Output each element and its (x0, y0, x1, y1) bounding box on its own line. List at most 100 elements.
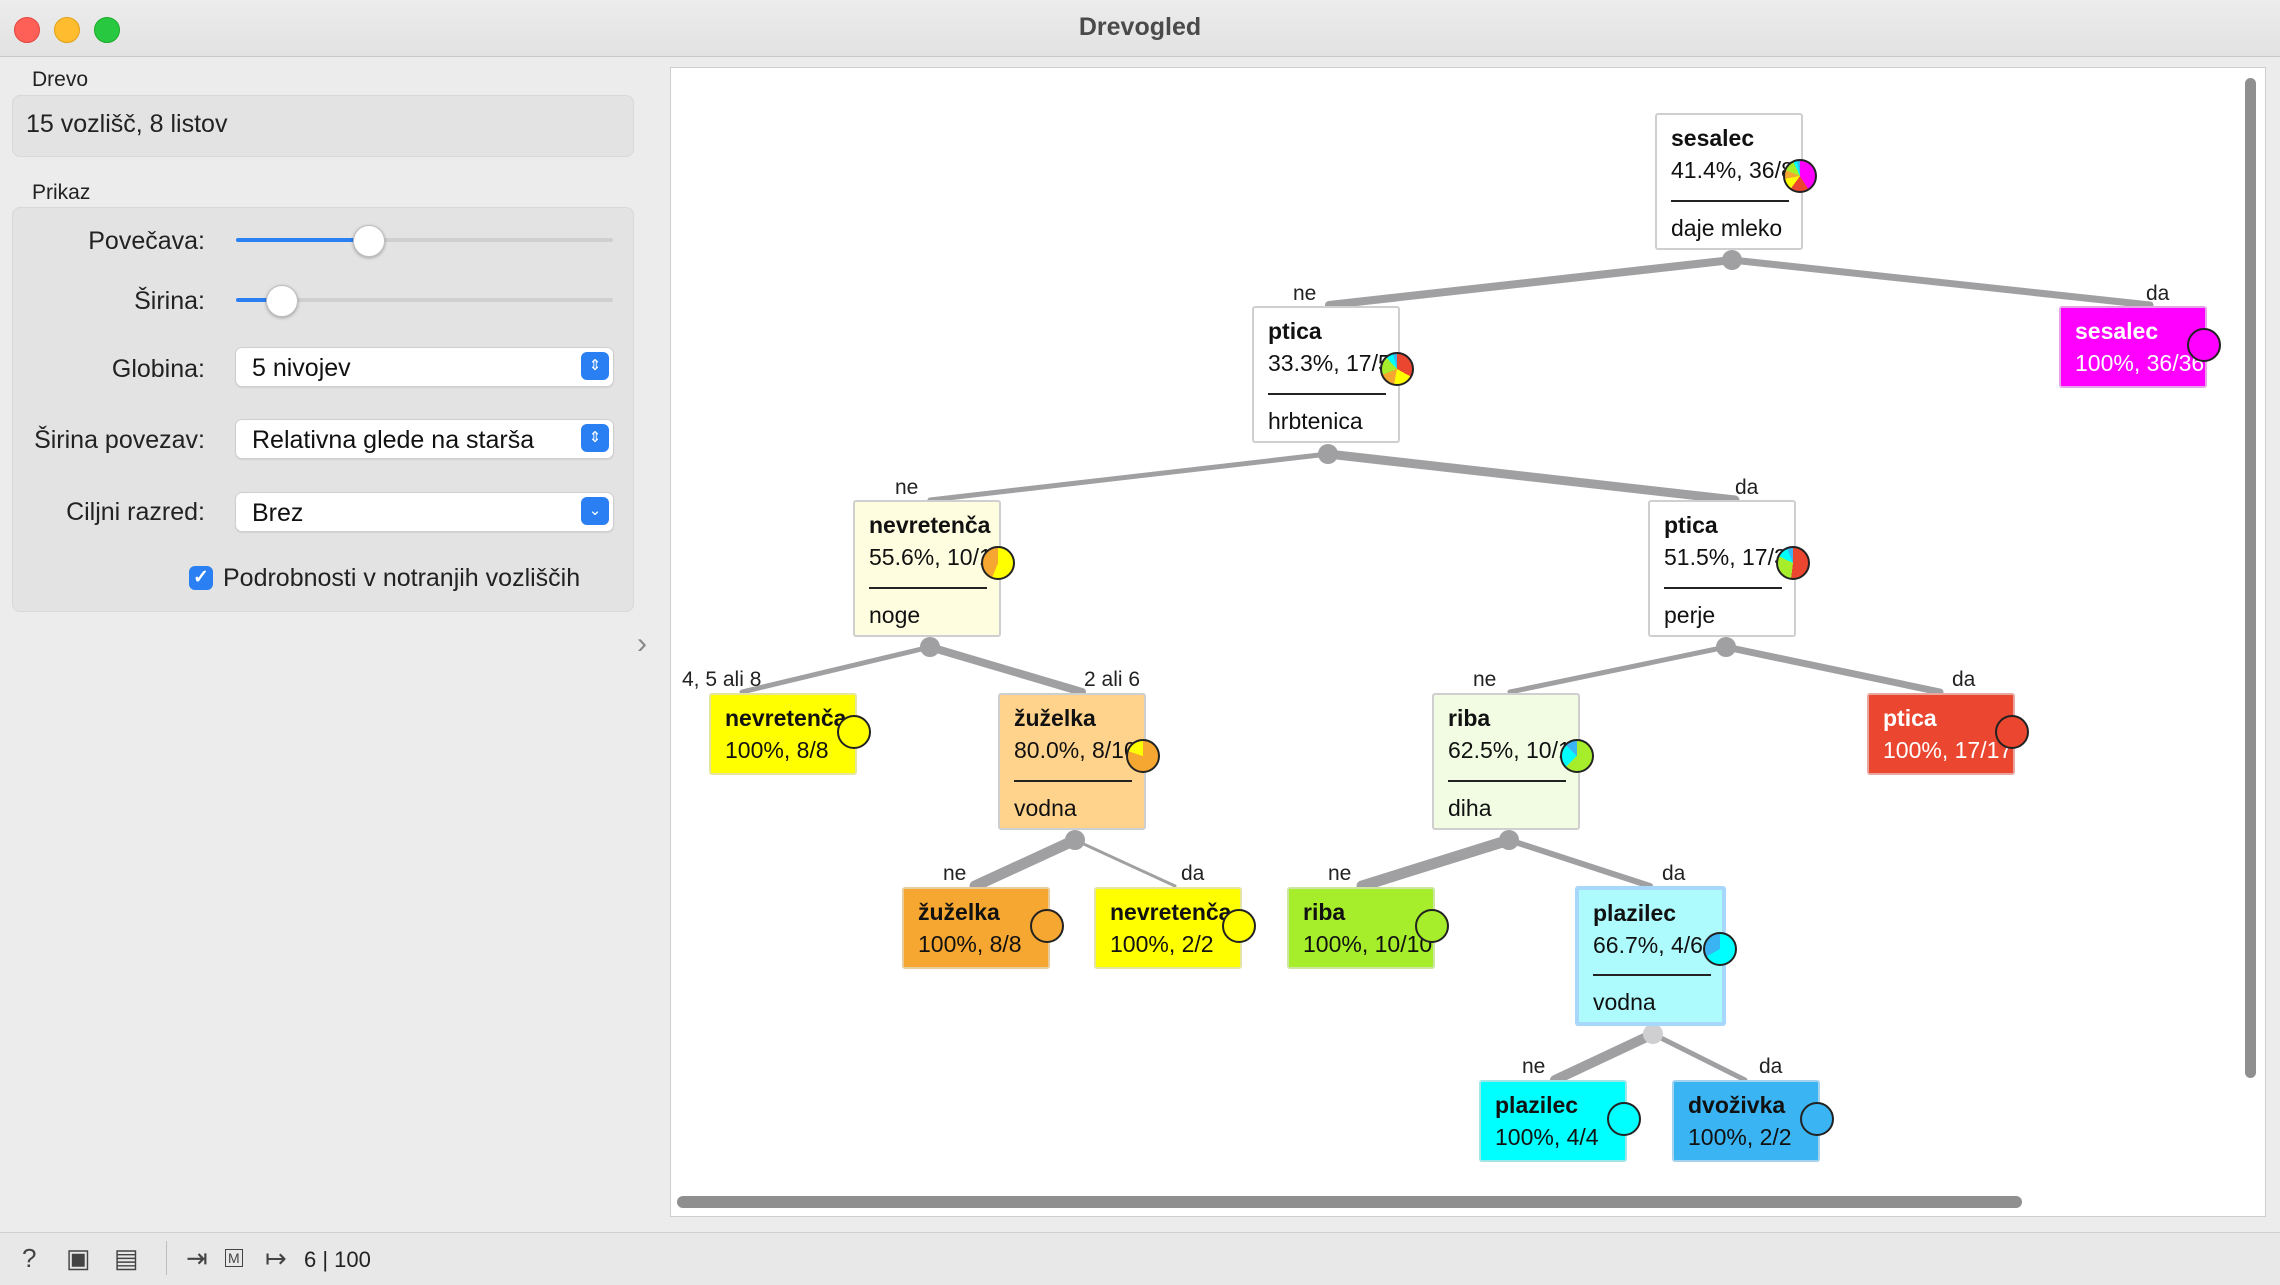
node-divider (869, 587, 987, 589)
minimize-window-button[interactable] (54, 17, 80, 43)
node-stats: 100%, 2/2 (1688, 1124, 1792, 1150)
edge-line (1507, 644, 1729, 695)
node-split: noge (869, 602, 921, 628)
edge-line (926, 643, 1086, 696)
class-pie-icon (837, 715, 871, 749)
tree-info-text: 15 vozlišč, 8 listov (26, 110, 228, 138)
report-icon[interactable]: ▤ (114, 1243, 139, 1273)
horizontal-scrollbar[interactable] (677, 1196, 2022, 1208)
node-stats: 100%, 8/8 (725, 737, 829, 763)
class-pie-icon (1380, 352, 1414, 386)
save-icon[interactable]: ▣ (66, 1243, 91, 1273)
close-window-button[interactable] (14, 17, 40, 43)
tree-leaf[interactable]: plazilec 100%, 4/4 (1479, 1080, 1641, 1162)
node-class: ptica (1664, 512, 1718, 538)
data-counts: 6 | 100 (304, 1247, 371, 1272)
class-pie-icon (1415, 909, 1449, 943)
node-stats: 100%, 4/4 (1495, 1124, 1599, 1150)
updown-chevron-icon: ⇕ (581, 352, 609, 380)
edge-line (1728, 256, 2154, 309)
edge-label: ne (943, 862, 967, 885)
info-section-title: Drevo (32, 68, 89, 91)
width-slider-track[interactable] (236, 298, 613, 302)
edge-line (1356, 834, 1515, 892)
node-split: daje mleko (1671, 215, 1783, 241)
output-icon[interactable]: ↦ (265, 1243, 287, 1273)
tree-node[interactable]: nevretenča 55.6%, 10/18 noge (853, 500, 1015, 637)
edge-line (1506, 837, 1653, 889)
tree-node[interactable]: ptica 51.5%, 17/33 perje (1648, 500, 1810, 637)
tree-leaf[interactable]: dvoživka 100%, 2/2 (1672, 1080, 1834, 1162)
node-class: nevretenča (869, 512, 991, 538)
target-class-select[interactable]: Brez ⌄ (235, 492, 614, 532)
target-class-label: Ciljni razred: (66, 498, 205, 526)
edge-label: ne (1522, 1055, 1546, 1078)
chevron-down-icon: ⌄ (581, 497, 609, 525)
class-pie-icon (1776, 546, 1810, 580)
edge-line (969, 834, 1081, 892)
tree-leaf[interactable]: žuželka 100%, 8/8 (902, 887, 1064, 969)
class-pie-icon (1030, 909, 1064, 943)
node-stats: 80.0%, 8/10 (1014, 737, 1137, 763)
node-stats: 33.3%, 17/51 (1268, 350, 1404, 376)
width-slider-thumb[interactable] (266, 285, 298, 317)
tree-node[interactable]: sesalec 41.4%, 36/87 daje mleko (1655, 113, 1817, 250)
edge-label: da (1662, 862, 1686, 885)
status-divider (166, 1241, 167, 1275)
class-pie-icon (2187, 328, 2221, 362)
node-divider (1593, 974, 1711, 976)
input-icon[interactable]: ⇥ (186, 1243, 208, 1273)
node-class: nevretenča (725, 705, 847, 731)
vertical-scrollbar[interactable] (2245, 78, 2256, 1078)
zoom-window-button[interactable] (94, 17, 120, 43)
depth-label: Globina: (111, 355, 205, 383)
node-divider (1671, 200, 1789, 202)
class-pie-icon (1607, 1102, 1641, 1136)
tree-leaf[interactable]: sesalec 100%, 36/36 (2059, 306, 2221, 388)
class-pie-icon (981, 546, 1015, 580)
edge-label: ne (1293, 282, 1317, 305)
class-pie-icon (1126, 739, 1160, 773)
node-class: ptica (1268, 318, 1322, 344)
zoom-slider-thumb[interactable] (353, 225, 385, 257)
model-icon[interactable]: M (225, 1249, 243, 1267)
chevron-right-icon[interactable]: › (637, 627, 647, 660)
class-pie-icon (1783, 159, 1817, 193)
zoom-slider-fill (236, 238, 368, 242)
edge-label: da (1181, 862, 1205, 885)
node-stats: 100%, 2/2 (1110, 931, 1214, 957)
tree-leaf[interactable]: nevretenča 100%, 2/2 (1094, 887, 1256, 969)
help-icon[interactable]: ? (22, 1243, 37, 1273)
edge-label: ne (1473, 668, 1497, 691)
edge-label: ne (1328, 862, 1352, 885)
tree-node[interactable]: ptica 33.3%, 17/51 hrbtenica (1252, 306, 1414, 443)
node-split: vodna (1593, 989, 1656, 1015)
edge-line (1650, 1031, 1748, 1083)
tree-node[interactable]: riba 62.5%, 10/16 diha (1432, 693, 1594, 830)
node-split: perje (1664, 602, 1716, 628)
node-class: sesalec (2075, 318, 2159, 344)
details-checkbox[interactable]: ✓ (189, 566, 213, 590)
node-split: diha (1448, 795, 1492, 821)
split-dot (1722, 250, 1742, 270)
tree-leaf[interactable]: nevretenča 100%, 8/8 (709, 693, 871, 775)
split-dot (1318, 444, 1338, 464)
edge-label: 4, 5 ali 8 (682, 668, 762, 691)
depth-select[interactable]: 5 nivojev ⇕ (235, 347, 614, 387)
edge-label: da (1759, 1055, 1783, 1078)
class-pie-icon (1703, 932, 1737, 966)
tree-node-selected[interactable]: plazilec 66.7%, 4/6 vodna (1575, 886, 1737, 1026)
zoom-slider-track[interactable] (236, 238, 613, 242)
class-pie-icon (1995, 715, 2029, 749)
edge-width-value: Relativna glede na starša (252, 426, 535, 454)
tree-leaf[interactable]: ptica 100%, 17/17 (1867, 693, 2029, 775)
class-pie-icon (1222, 909, 1256, 943)
node-class: dvoživka (1688, 1092, 1786, 1118)
edge-label: 2 ali 6 (1084, 668, 1141, 691)
edge-width-select[interactable]: Relativna glede na starša ⇕ (235, 419, 614, 459)
tree-leaf[interactable]: riba 100%, 10/10 (1287, 887, 1449, 969)
edge-line (1550, 1029, 1658, 1085)
tree-node[interactable]: žuželka 80.0%, 8/10 vodna (998, 693, 1160, 830)
node-class: nevretenča (1110, 899, 1232, 925)
